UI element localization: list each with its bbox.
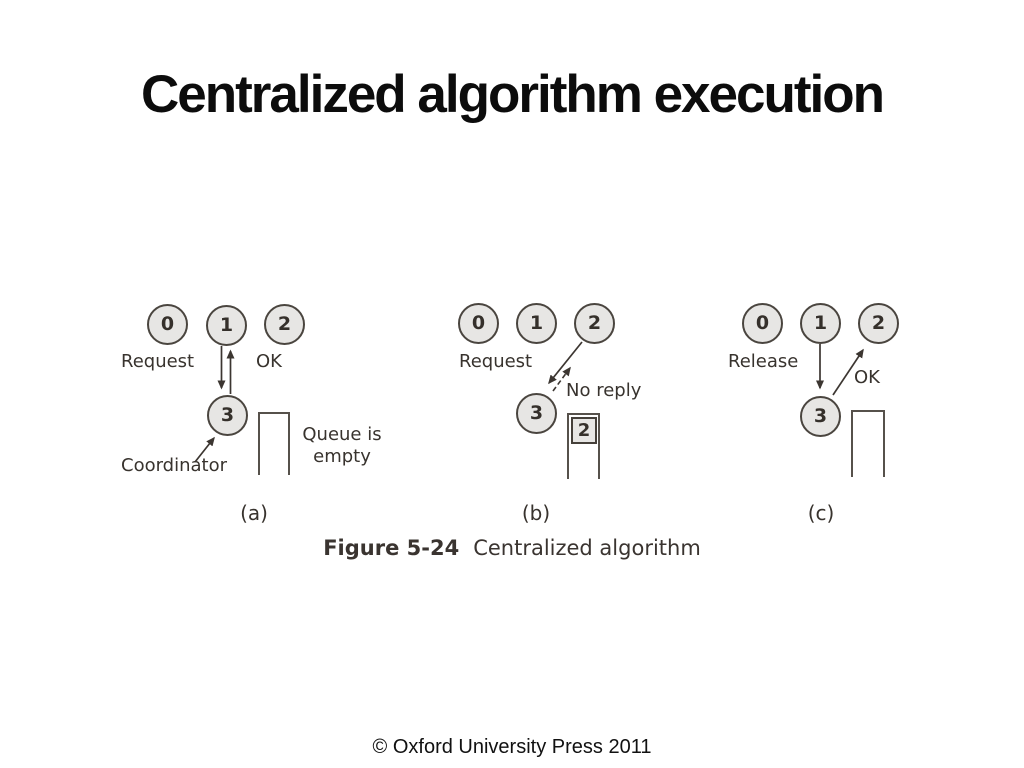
queued-request-number: 2 bbox=[577, 420, 591, 441]
coordinator-pointer-arrow bbox=[194, 436, 215, 463]
process-number: 0 bbox=[160, 313, 175, 335]
queue-shape-c bbox=[851, 410, 885, 477]
process-number: 3 bbox=[813, 405, 828, 427]
process-circle-2c: 2 bbox=[858, 303, 899, 344]
panel-label-c: (c) bbox=[807, 501, 835, 525]
queue-empty-note: Queue is empty bbox=[294, 424, 390, 468]
queue-note-line1: Queue is bbox=[302, 424, 382, 445]
queue-note-line2: empty bbox=[313, 446, 371, 467]
figure-caption: Figure 5-24 Centralized algorithm bbox=[0, 536, 1024, 560]
process-circle-1a: 1 bbox=[206, 305, 247, 346]
process-number: 1 bbox=[813, 312, 828, 334]
process-number: 1 bbox=[219, 314, 234, 336]
release-label-c: Release bbox=[728, 351, 799, 372]
process-number: 3 bbox=[220, 404, 235, 426]
no-reply-label: No reply bbox=[566, 380, 642, 401]
request-label-a: Request bbox=[121, 351, 195, 372]
ok-arrow-c bbox=[832, 348, 864, 396]
process-number: 0 bbox=[471, 312, 486, 334]
process-circle-1c: 1 bbox=[800, 303, 841, 344]
request-label-b: Request bbox=[459, 351, 533, 372]
process-number: 0 bbox=[755, 312, 770, 334]
process-circle-0c: 0 bbox=[742, 303, 783, 344]
figure-caption-number: Figure 5-24 bbox=[323, 536, 460, 560]
coordinator-circle-b: 3 bbox=[516, 393, 557, 434]
copyright-footer: © Oxford University Press 2011 bbox=[372, 736, 652, 758]
queue-shape-a bbox=[258, 412, 290, 475]
process-number: 2 bbox=[871, 312, 886, 334]
process-number: 1 bbox=[529, 312, 544, 334]
process-number: 3 bbox=[529, 402, 544, 424]
figure-caption-text: Centralized algorithm bbox=[473, 536, 701, 560]
ok-label-c: OK bbox=[854, 367, 880, 388]
process-number: 2 bbox=[277, 313, 292, 335]
process-circle-0b: 0 bbox=[458, 303, 499, 344]
process-circle-2a: 2 bbox=[264, 304, 305, 345]
no-reply-arrow-b bbox=[552, 366, 571, 392]
process-circle-0a: 0 bbox=[147, 304, 188, 345]
slide-title: Centralized algorithm execution bbox=[141, 65, 885, 124]
ok-label-a: OK bbox=[256, 351, 282, 372]
queued-request-box: 2 bbox=[571, 417, 597, 444]
process-number: 2 bbox=[587, 312, 602, 334]
coordinator-label: Coordinator bbox=[121, 455, 228, 476]
process-circle-2b: 2 bbox=[574, 303, 615, 344]
request-arrow-b bbox=[548, 341, 583, 385]
panel-label-b: (b) bbox=[521, 501, 551, 525]
coordinator-circle-c: 3 bbox=[800, 396, 841, 437]
process-circle-1b: 1 bbox=[516, 303, 557, 344]
panel-label-a: (a) bbox=[240, 501, 268, 525]
coordinator-circle-a: 3 bbox=[207, 395, 248, 436]
